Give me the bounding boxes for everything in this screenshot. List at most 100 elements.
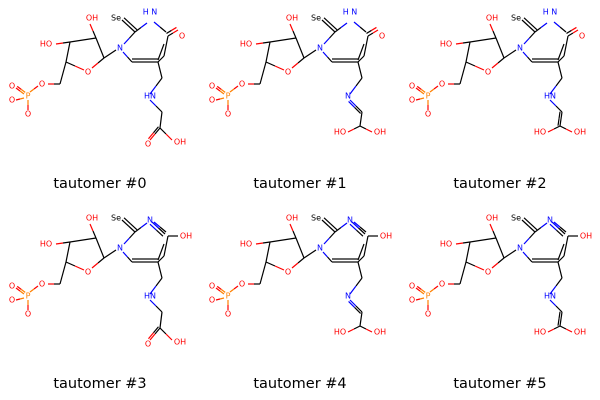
bond-line bbox=[367, 32, 374, 37]
bond-line bbox=[321, 219, 329, 227]
bond-line bbox=[547, 328, 555, 333]
bond-line bbox=[354, 306, 362, 314]
tail-hydroxyl-label: OH bbox=[574, 128, 586, 137]
bond-line bbox=[459, 61, 467, 85]
bond-line bbox=[349, 299, 357, 307]
selenium-atom-label: Se bbox=[111, 14, 121, 23]
bond-line bbox=[560, 311, 563, 320]
bond-line bbox=[130, 23, 138, 31]
bond-line bbox=[303, 249, 317, 259]
bond-line bbox=[65, 41, 71, 63]
bond-line bbox=[274, 265, 285, 271]
bond-line bbox=[323, 17, 331, 25]
bond-line bbox=[557, 118, 560, 126]
bond-line bbox=[122, 51, 128, 58]
bond-line bbox=[334, 227, 342, 233]
bond-line bbox=[149, 299, 157, 307]
bond-line bbox=[274, 65, 285, 71]
carbonyl-oxygen-label: O bbox=[379, 32, 385, 41]
bond-line bbox=[549, 85, 557, 95]
bond-line bbox=[159, 327, 167, 335]
bond-line bbox=[357, 55, 365, 63]
phosphate-oxygen-label: O bbox=[425, 110, 431, 119]
bond-line bbox=[220, 88, 226, 93]
bond-line bbox=[323, 217, 331, 225]
selenium-atom-label: Se bbox=[311, 214, 321, 223]
bond-line bbox=[419, 97, 425, 100]
bond-line bbox=[348, 100, 356, 108]
bond-line bbox=[55, 242, 64, 245]
bond-line bbox=[340, 22, 348, 28]
bond-line bbox=[65, 241, 71, 263]
bond-line bbox=[89, 223, 94, 232]
bond-line bbox=[521, 219, 529, 227]
sugar-hydroxyl-label: HO bbox=[40, 240, 52, 249]
phosphate-oxygen-label: O bbox=[25, 110, 31, 119]
bond-line bbox=[557, 243, 565, 261]
bond-line bbox=[462, 241, 471, 244]
bond-line bbox=[291, 262, 299, 269]
bond-line bbox=[123, 217, 131, 225]
bond-line bbox=[130, 223, 138, 231]
bond-line bbox=[534, 27, 542, 33]
tail-hydroxyl-label: HO bbox=[334, 128, 346, 137]
bond-line bbox=[433, 85, 439, 90]
bond-line bbox=[295, 237, 305, 259]
bond-line bbox=[363, 235, 369, 257]
bond-line bbox=[523, 37, 530, 45]
sugar-hydroxyl-label: HO bbox=[40, 40, 52, 49]
bond-line bbox=[149, 285, 157, 295]
bond-line bbox=[356, 229, 364, 237]
bond-line bbox=[149, 99, 157, 107]
carboxyl-hydroxyl-label: OH bbox=[174, 138, 186, 147]
bond-line bbox=[559, 325, 567, 330]
phosphate-oxygen-label: O bbox=[9, 82, 15, 91]
bond-line bbox=[349, 285, 357, 295]
sugar-ring-oxygen-label: O bbox=[285, 68, 291, 77]
phosphate-oxygen-label: O bbox=[9, 96, 15, 105]
bond-line bbox=[549, 285, 557, 295]
bond-line bbox=[229, 288, 235, 293]
ring-n-label: N bbox=[547, 216, 553, 225]
bond-line bbox=[474, 65, 485, 71]
bond-line bbox=[497, 257, 505, 264]
bond-line bbox=[558, 227, 566, 235]
bond-line bbox=[565, 328, 573, 333]
bond-line bbox=[557, 318, 560, 326]
phosphate-oxygen-label: O bbox=[9, 282, 15, 291]
bond-line bbox=[559, 125, 567, 130]
phosphate-oxygen-label: O bbox=[409, 282, 415, 291]
bond-line bbox=[491, 262, 499, 269]
bond-line bbox=[465, 261, 476, 267]
carboxyl-oxygen-label: O bbox=[145, 140, 151, 149]
bond-line bbox=[459, 261, 467, 285]
phosphate-oxygen-label: O bbox=[425, 310, 431, 319]
bond-line bbox=[415, 298, 421, 301]
bond-line bbox=[167, 32, 174, 37]
ring-n-label: N bbox=[147, 216, 153, 225]
amine-label: HN bbox=[144, 292, 156, 301]
bond-line bbox=[127, 56, 133, 63]
bond-line bbox=[322, 51, 328, 58]
bond-line bbox=[157, 61, 163, 79]
bond-line bbox=[157, 43, 165, 61]
bond-line bbox=[469, 237, 497, 243]
bond-line bbox=[419, 297, 425, 300]
bond-line bbox=[33, 85, 39, 90]
bond-line bbox=[255, 42, 264, 45]
bond-line bbox=[365, 128, 373, 133]
bond-line bbox=[149, 223, 157, 231]
bond-line bbox=[134, 27, 142, 33]
phosphate-oxygen-label: O bbox=[209, 296, 215, 305]
bond-line bbox=[149, 333, 156, 341]
bond-line bbox=[129, 31, 136, 39]
bond-line bbox=[571, 26, 577, 31]
bond-line bbox=[219, 97, 225, 100]
bond-line bbox=[549, 299, 557, 307]
